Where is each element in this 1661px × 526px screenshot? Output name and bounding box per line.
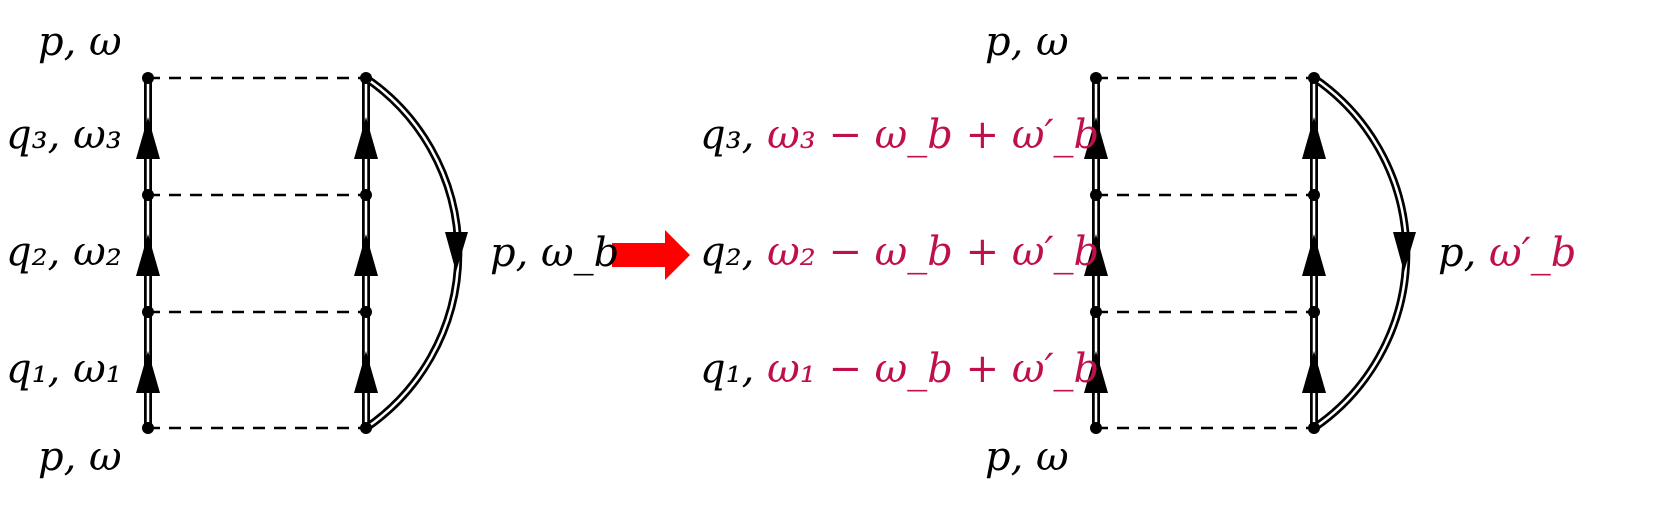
loop-line-outer — [363, 74, 463, 432]
left-bottom-label: p, ω — [38, 434, 122, 480]
right-rung-label-2: q₂, ω₂ − ω_b + ω′_b — [700, 229, 1099, 275]
right-top-label: p, ω — [985, 19, 1069, 65]
loop-line-outer — [1311, 74, 1411, 432]
up-arrow-icon — [354, 234, 378, 276]
right-rung-label-3: q₃, ω₃ − ω_b + ω′_b — [700, 112, 1099, 158]
left-rung-label-2: q₂, ω₂ — [6, 229, 122, 275]
right-bottom-label: p, ω — [985, 434, 1069, 480]
vertex-dot — [142, 306, 154, 318]
left-diagram — [136, 72, 468, 434]
left-top-label: p, ω — [38, 19, 122, 65]
vertex-dot — [142, 422, 154, 434]
rung-label-prefix: q₂, — [700, 229, 767, 275]
up-arrow-icon — [136, 117, 160, 159]
rung-label-highlighted: ω₁ − ω_b + ω′_b — [767, 346, 1099, 392]
vertex-dot — [360, 422, 372, 434]
up-arrow-icon — [1302, 117, 1326, 159]
up-arrow-icon — [136, 351, 160, 393]
loop-line-inner — [1313, 76, 1408, 430]
up-arrow-icon — [1084, 117, 1108, 159]
vertex-dot — [360, 72, 372, 84]
transform-arrow-icon — [612, 230, 690, 280]
left-rung-label-1: q₁, ω₁ — [6, 346, 122, 392]
left-loop-label: p, ω_b — [490, 230, 619, 276]
vertex-dot — [360, 189, 372, 201]
vertex-dot — [142, 72, 154, 84]
up-arrow-icon — [354, 117, 378, 159]
right-rung-label-1: q₁, ω₁ − ω_b + ω′_b — [700, 346, 1099, 392]
down-arrow-icon — [1393, 232, 1416, 272]
vertex-dot — [1308, 422, 1320, 434]
vertex-dot — [1308, 72, 1320, 84]
vertex-dot — [1090, 72, 1102, 84]
loop-label-prefix: p, — [1438, 230, 1489, 276]
loop-label-highlighted: ω′_b — [1489, 230, 1576, 276]
vertex-dot — [1308, 189, 1320, 201]
rung-label-highlighted: ω₃ − ω_b + ω′_b — [767, 112, 1099, 158]
vertex-dot — [142, 189, 154, 201]
right-loop-label: p, ω′_b — [1438, 230, 1576, 276]
vertex-dot — [1308, 306, 1320, 318]
rung-label-highlighted: ω₂ − ω_b + ω′_b — [767, 229, 1099, 275]
left-rung-label-3: q₃, ω₃ — [6, 112, 122, 158]
vertex-dot — [360, 306, 372, 318]
up-arrow-icon — [1084, 351, 1108, 393]
rung-label-prefix: q₃, — [700, 112, 767, 158]
down-arrow-icon — [445, 232, 468, 272]
up-arrow-icon — [136, 234, 160, 276]
vertex-dot — [1090, 306, 1102, 318]
loop-line-inner — [365, 76, 460, 430]
up-arrow-icon — [1084, 234, 1108, 276]
right-diagram — [1084, 72, 1416, 434]
rung-label-prefix: q₁, — [700, 346, 767, 392]
vertex-dot — [1090, 422, 1102, 434]
up-arrow-icon — [1302, 234, 1326, 276]
up-arrow-icon — [1302, 351, 1326, 393]
vertex-dot — [1090, 189, 1102, 201]
up-arrow-icon — [354, 351, 378, 393]
